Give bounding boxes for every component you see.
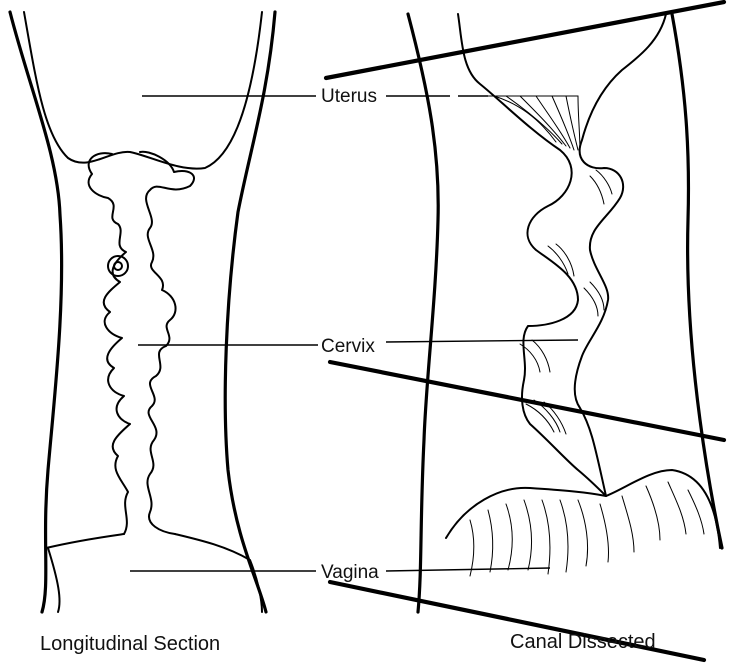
cervical-canal-folds-left — [89, 153, 130, 534]
longitudinal-section-caption: Longitudinal Section — [40, 633, 220, 655]
vaginal-rugae-hatching — [470, 482, 704, 576]
cervical-fold-hatching — [520, 170, 612, 434]
projection-line-top — [326, 2, 724, 78]
vaginal-fornix-curve — [446, 470, 720, 548]
vaginal-wall-right — [175, 534, 262, 612]
canal-dissected — [408, 14, 722, 612]
canal-dissected-caption: Canal Dissected — [510, 631, 656, 653]
vaginal-inner-left — [48, 548, 60, 612]
left-outer-wall-left — [10, 12, 62, 612]
dissected-canal-left — [458, 14, 606, 496]
uterine-cavity-wall — [24, 12, 262, 169]
labels: Uterus Cervix Vagina Longitudinal Sectio… — [40, 86, 656, 655]
cervical-canal-folds — [140, 152, 194, 534]
vaginal-wall-left — [46, 534, 124, 548]
right-outer-wall-left — [408, 14, 438, 612]
vagina-label: Vagina — [321, 562, 379, 583]
leader-lines — [130, 96, 578, 571]
uterus-label: Uterus — [321, 86, 377, 107]
uterine-fold-hatching — [488, 96, 580, 152]
cervix-leader-right — [386, 340, 578, 342]
cervix-label: Cervix — [321, 336, 375, 357]
right-outer-wall-right — [672, 14, 722, 548]
vagina-leader-right — [386, 568, 550, 571]
left-outer-wall-right — [225, 12, 275, 612]
projection-line-middle — [330, 362, 724, 440]
nabothian-cyst-core — [114, 262, 122, 270]
longitudinal-section — [10, 12, 275, 612]
